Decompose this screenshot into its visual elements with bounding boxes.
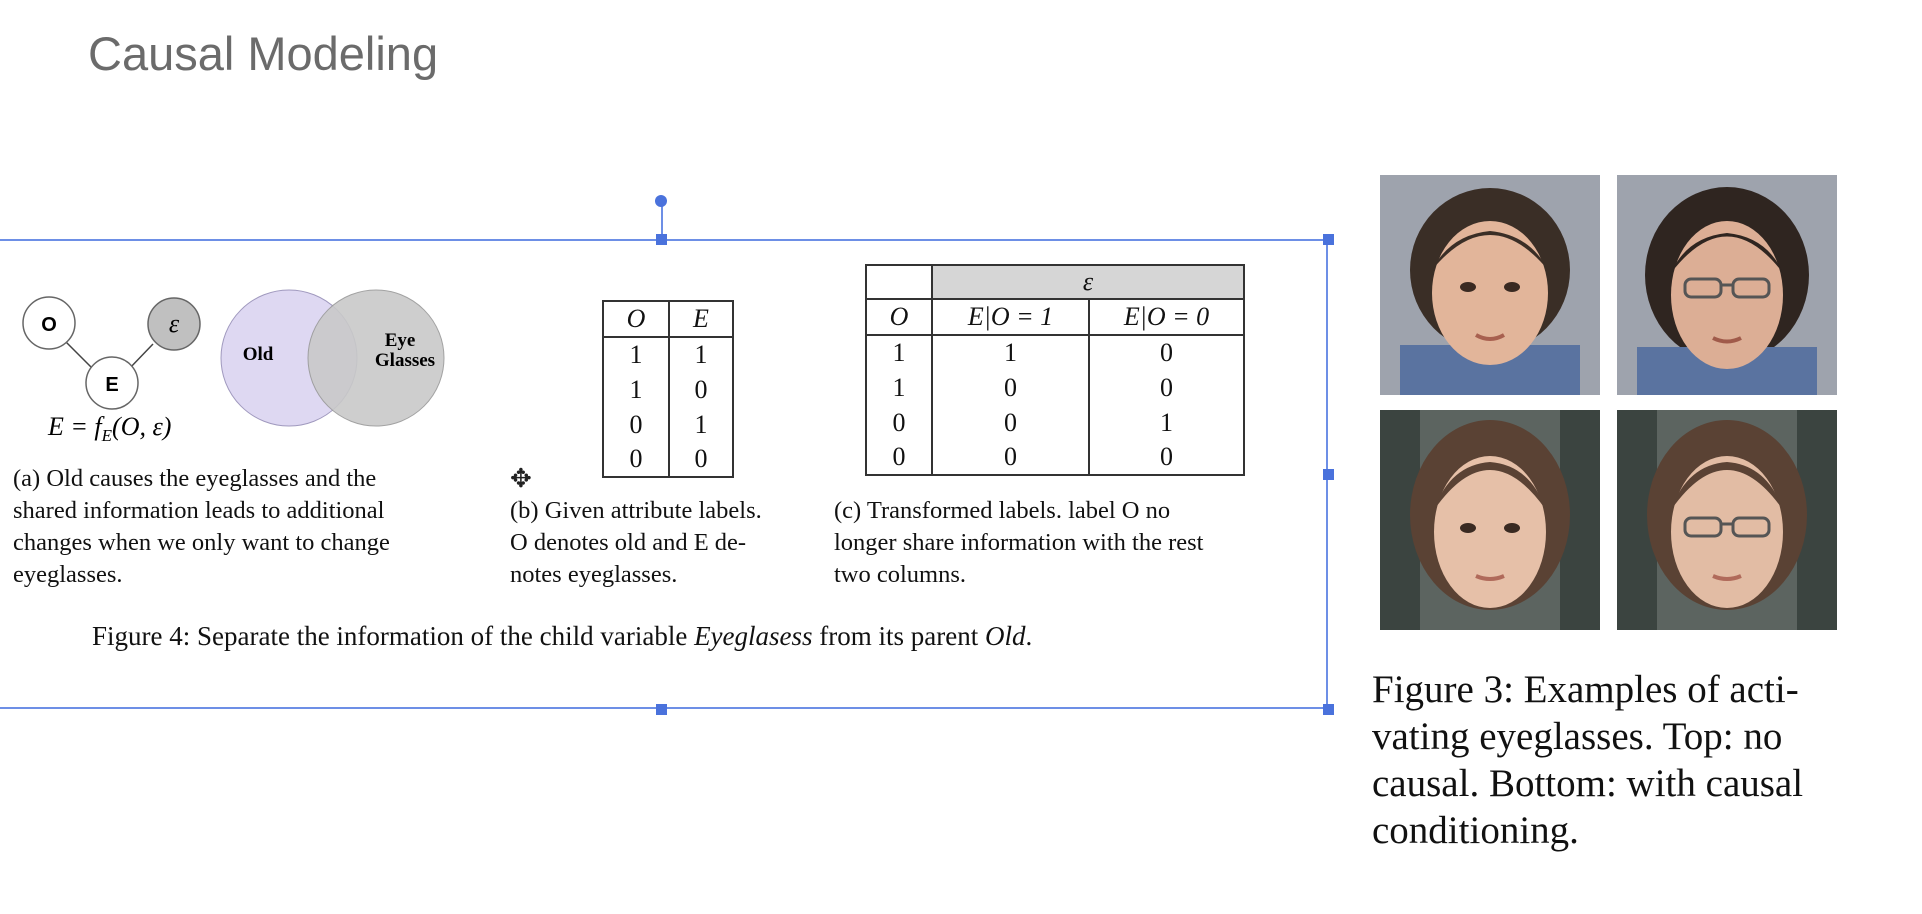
rotate-handle-icon[interactable] bbox=[655, 195, 667, 207]
caption-c: (c) Transformed labels. label O no longe… bbox=[834, 497, 1204, 588]
move-cursor-icon: ✥ bbox=[510, 464, 532, 494]
venn-eyeglasses-circle bbox=[307, 289, 445, 427]
venn-eye-label: Eye bbox=[385, 330, 416, 351]
node-o-label: O bbox=[41, 314, 57, 336]
epsilon-group-header: ε bbox=[931, 264, 1245, 300]
node-epsilon bbox=[147, 297, 201, 351]
face-photo-top-right bbox=[1617, 175, 1837, 395]
resize-handle-bottom-right[interactable] bbox=[1323, 704, 1334, 715]
node-e bbox=[85, 356, 139, 410]
figure-4-caption: Figure 4: Separate the information of th… bbox=[92, 621, 1033, 651]
node-o bbox=[22, 296, 76, 350]
rotate-handle-stem bbox=[661, 202, 663, 238]
node-e-label: E bbox=[105, 374, 118, 396]
resize-handle-top[interactable] bbox=[656, 234, 667, 245]
node-epsilon-label: ε bbox=[169, 309, 180, 338]
slide-title: Causal Modeling bbox=[88, 27, 439, 80]
venn-old-label: Old bbox=[243, 344, 274, 365]
face-photo-bottom-right bbox=[1617, 410, 1837, 630]
venn-glasses-label: Glasses bbox=[375, 350, 435, 371]
resize-handle-right[interactable] bbox=[1323, 469, 1334, 480]
caption-b: (b) Given attribute labels. O denotes ol… bbox=[510, 497, 762, 588]
resize-handle-top-right[interactable] bbox=[1323, 234, 1334, 245]
face-photo-top-left bbox=[1380, 175, 1600, 395]
face-photo-bottom-left bbox=[1380, 410, 1600, 630]
equation: E = fE(O, ε) bbox=[47, 412, 171, 445]
caption-a: (a) Old causes the eyeglasses and the sh… bbox=[13, 465, 390, 588]
resize-handle-bottom[interactable] bbox=[656, 704, 667, 715]
causal-diagram: O ε E E = fE(O, ε) Old Eye Glasses bbox=[22, 289, 445, 445]
figure-3-caption: Figure 3: Examples of acti- vating eyegl… bbox=[1372, 668, 1804, 852]
